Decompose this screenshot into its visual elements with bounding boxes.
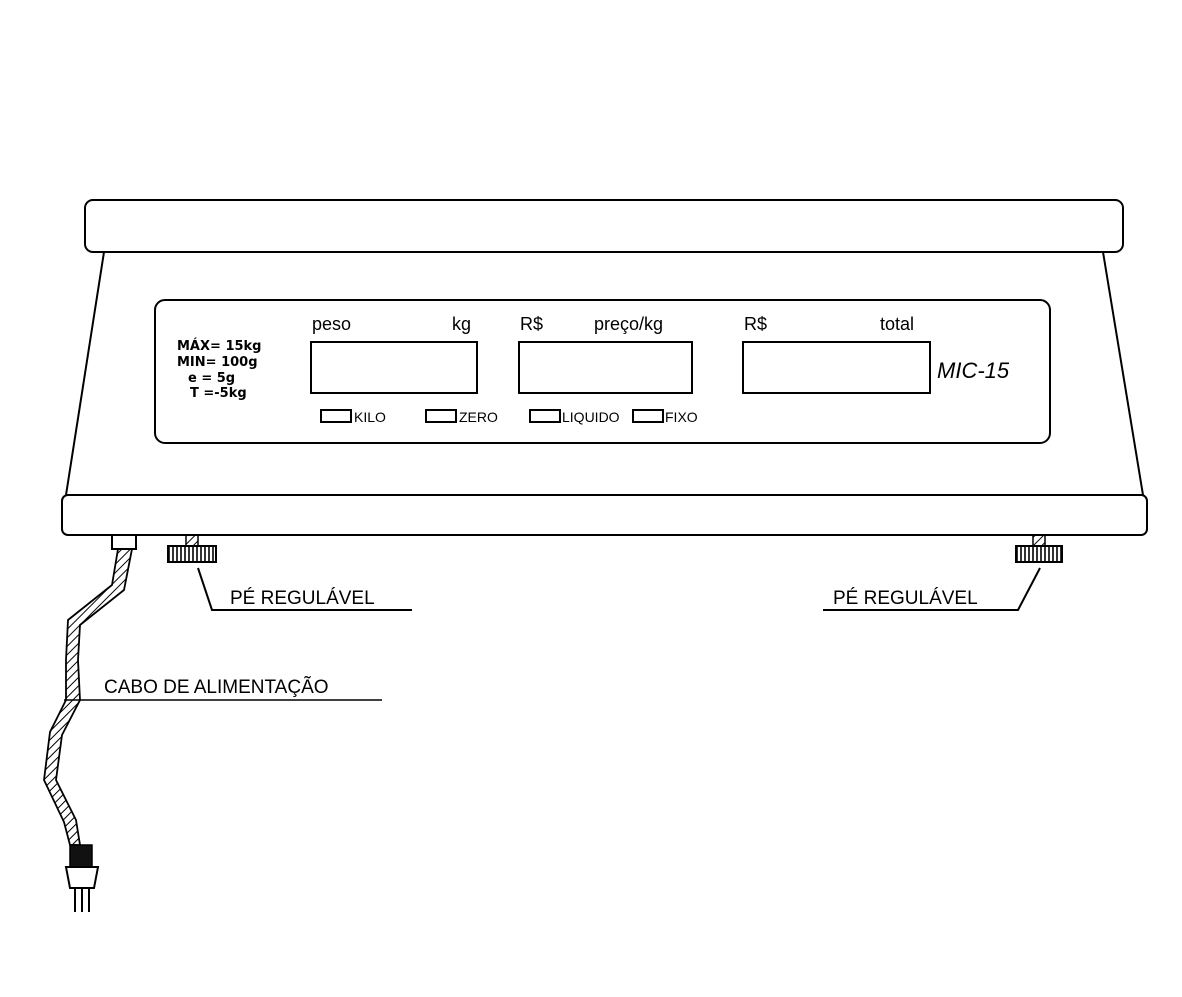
fixo-indicator bbox=[632, 409, 664, 423]
model-label: MIC-15 bbox=[937, 358, 1010, 383]
preco-label: preço/kg bbox=[594, 314, 663, 334]
left-foot bbox=[167, 534, 217, 563]
foot-right-label: PÉ REGULÁVEL bbox=[833, 588, 978, 609]
preco-display bbox=[518, 341, 693, 394]
zero-indicator bbox=[425, 409, 457, 423]
scale-base bbox=[61, 494, 1148, 536]
right-foot bbox=[1015, 534, 1063, 563]
foot-left-label: PÉ REGULÁVEL bbox=[230, 588, 375, 609]
peso-label: peso bbox=[312, 314, 351, 334]
zero-label: ZERO bbox=[459, 409, 498, 425]
fixo-label: FIXO bbox=[665, 409, 698, 425]
liquido-indicator bbox=[529, 409, 561, 423]
power-plug bbox=[64, 844, 100, 912]
spec-t: T =-5kg bbox=[190, 386, 247, 401]
cable-label: CABO DE ALIMENTAÇÃO bbox=[104, 676, 329, 698]
spec-min: MIN= 100g bbox=[177, 355, 258, 370]
preco-currency: R$ bbox=[520, 314, 543, 334]
display-panel bbox=[154, 299, 1051, 444]
total-display bbox=[742, 341, 931, 394]
foot-left-leader bbox=[197, 567, 412, 611]
peso-unit: kg bbox=[452, 314, 471, 334]
liquido-label: LIQUIDO bbox=[562, 409, 620, 425]
top-platter bbox=[84, 199, 1124, 253]
total-currency: R$ bbox=[744, 314, 767, 334]
spec-max: MÁX= 15kg bbox=[177, 338, 261, 354]
total-label: total bbox=[880, 314, 914, 334]
kilo-label: KILO bbox=[354, 409, 386, 425]
foot-right-leader bbox=[823, 567, 1041, 611]
peso-display bbox=[310, 341, 478, 394]
spec-e: e = 5g bbox=[188, 371, 235, 386]
kilo-indicator bbox=[320, 409, 352, 423]
cable-gland bbox=[111, 534, 137, 550]
